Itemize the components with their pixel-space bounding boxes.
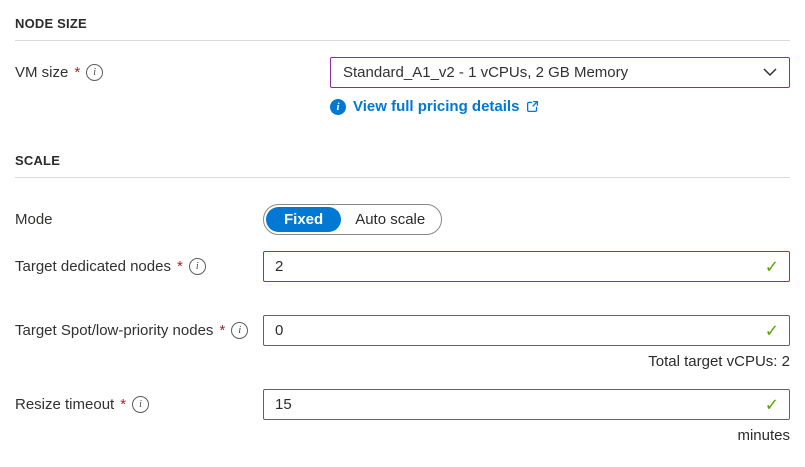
- target-spot-nodes-row: Target Spot/low-priority nodes * i ✓: [15, 315, 790, 346]
- resize-timeout-unit: minutes: [737, 427, 790, 444]
- info-filled-icon: i: [330, 98, 346, 115]
- info-icon[interactable]: i: [86, 64, 104, 81]
- target-spot-nodes-input[interactable]: [263, 315, 790, 346]
- info-icon[interactable]: i: [231, 322, 249, 339]
- resize-timeout-field: ✓: [263, 389, 790, 420]
- resize-timeout-input[interactable]: [263, 389, 790, 420]
- target-dedicated-nodes-field: ✓: [263, 251, 790, 282]
- required-asterisk: *: [74, 64, 81, 81]
- scale-section-header: SCALE: [15, 115, 790, 178]
- mode-label-group: Mode: [15, 210, 263, 229]
- target-spot-nodes-field: ✓: [263, 315, 790, 346]
- chevron-down-icon: [763, 68, 777, 77]
- target-dedicated-nodes-input[interactable]: [263, 251, 790, 282]
- vm-size-field: Standard_A1_v2 - 1 vCPUs, 2 GB Memory: [330, 57, 790, 88]
- target-dedicated-nodes-row: Target dedicated nodes * i ✓: [15, 251, 790, 282]
- mode-toggle: Fixed Auto scale: [263, 204, 443, 235]
- resize-timeout-label: Resize timeout: [15, 396, 115, 413]
- mode-row: Mode Fixed Auto scale: [15, 204, 790, 235]
- total-target-vcpus-note: Total target vCPUs: 2: [648, 353, 790, 370]
- node-size-section-header: NODE SIZE: [15, 0, 790, 41]
- vm-size-label: VM size: [15, 64, 69, 81]
- mode-label: Mode: [15, 211, 53, 228]
- required-asterisk: *: [219, 322, 226, 339]
- info-icon[interactable]: i: [132, 396, 150, 413]
- vm-size-row: VM size * i Standard_A1_v2 - 1 vCPUs, 2 …: [15, 57, 790, 88]
- info-icon[interactable]: i: [188, 258, 206, 275]
- required-asterisk: *: [176, 258, 183, 275]
- vm-size-dropdown[interactable]: Standard_A1_v2 - 1 vCPUs, 2 GB Memory: [330, 57, 790, 88]
- pricing-details-link[interactable]: View full pricing details: [353, 98, 520, 115]
- target-spot-nodes-label: Target Spot/low-priority nodes: [15, 322, 214, 339]
- external-link-icon: [526, 100, 539, 113]
- mode-option-fixed[interactable]: Fixed: [266, 207, 342, 232]
- mode-option-auto-scale[interactable]: Auto scale: [355, 211, 426, 228]
- mode-field: Fixed Auto scale: [263, 204, 790, 235]
- resize-timeout-row: Resize timeout * i ✓: [15, 389, 790, 420]
- target-dedicated-nodes-label-group: Target dedicated nodes * i: [15, 257, 263, 276]
- target-dedicated-nodes-label: Target dedicated nodes: [15, 258, 171, 275]
- resize-timeout-label-group: Resize timeout * i: [15, 395, 263, 414]
- vm-size-label-group: VM size * i: [15, 63, 330, 82]
- pricing-details-link-row[interactable]: i View full pricing details: [330, 98, 539, 115]
- target-spot-nodes-label-group: Target Spot/low-priority nodes * i: [15, 321, 263, 340]
- required-asterisk: *: [120, 396, 127, 413]
- vm-size-selected-value: Standard_A1_v2 - 1 vCPUs, 2 GB Memory: [343, 64, 629, 81]
